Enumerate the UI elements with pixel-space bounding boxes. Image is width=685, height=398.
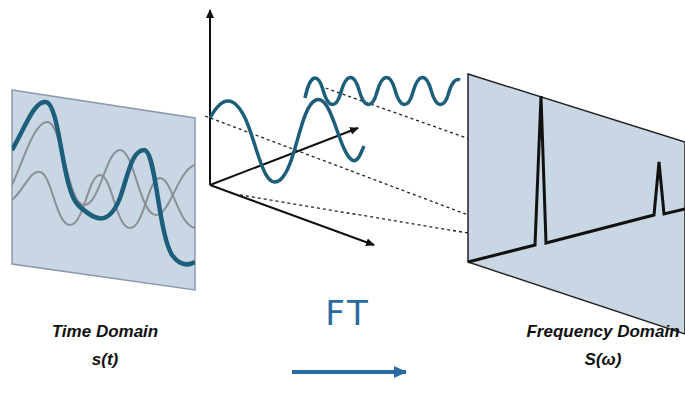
time-panel [12,90,195,290]
transform-label: FT [325,293,371,333]
high-frequency-wave [305,77,460,104]
domain-caption: Time Domain [52,322,158,342]
spectrum-line [468,96,685,262]
low-frequency-wave [210,100,364,182]
frequency-panel [468,74,685,334]
axis [209,10,211,185]
domain-caption: Frequency Domain [526,322,679,342]
signal-wave [12,102,195,265]
transform-arrow [292,370,406,374]
spectrum-symbol: S(ω) [585,350,622,370]
component-wave [12,122,195,215]
axis [210,185,374,245]
signal-symbol: s(t) [92,350,118,370]
